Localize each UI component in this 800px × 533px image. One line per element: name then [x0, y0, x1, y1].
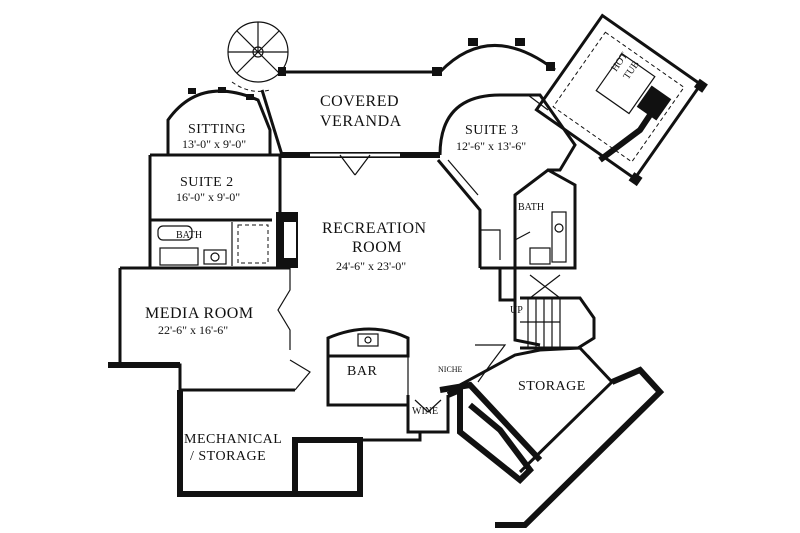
- interior-walls: [108, 85, 672, 528]
- suite3-dims: 12'-6" x 13'-6": [456, 139, 526, 153]
- recreation-dims: 24'-6" x 23'-0": [336, 259, 406, 273]
- sitting-bay-walls: [166, 87, 272, 155]
- suite2-dims: 16'-0" x 9'-0": [176, 190, 240, 204]
- suite2-label: SUITE 2: [180, 175, 234, 190]
- stairs: [520, 274, 596, 350]
- storage-label: STORAGE: [518, 379, 586, 394]
- covered-veranda-label-2: VERANDA: [320, 113, 402, 130]
- wine-label: WINE: [412, 406, 438, 417]
- recreation-label-2: ROOM: [352, 239, 402, 256]
- mechanical-label-2: / STORAGE: [190, 449, 266, 464]
- room-labels: COVERED VERANDA SITTING 13'-0" x 9'-0" S…: [145, 93, 586, 464]
- media-room-dims: 22'-6" x 16'-6": [158, 323, 228, 337]
- mechanical-label-1: MECHANICAL: [184, 432, 282, 447]
- stairs-up-label: UP: [510, 305, 523, 316]
- recreation-label-1: RECREATION: [322, 220, 427, 237]
- niche-label: NICHE: [438, 365, 463, 374]
- sitting-dims: 13'-0" x 9'-0": [182, 137, 246, 151]
- veranda-walls: [260, 38, 556, 156]
- bath-left-label: BATH: [176, 230, 202, 241]
- covered-veranda-label-1: COVERED: [320, 93, 399, 110]
- bar-label: BAR: [347, 364, 377, 379]
- hot-tub-deck: [534, 13, 708, 187]
- spiral-stair: [227, 21, 289, 92]
- sitting-label: SITTING: [188, 122, 246, 137]
- media-room-label: MEDIA ROOM: [145, 305, 254, 322]
- bath-right-label: BATH: [518, 202, 544, 213]
- suite3-label: SUITE 3: [465, 123, 519, 138]
